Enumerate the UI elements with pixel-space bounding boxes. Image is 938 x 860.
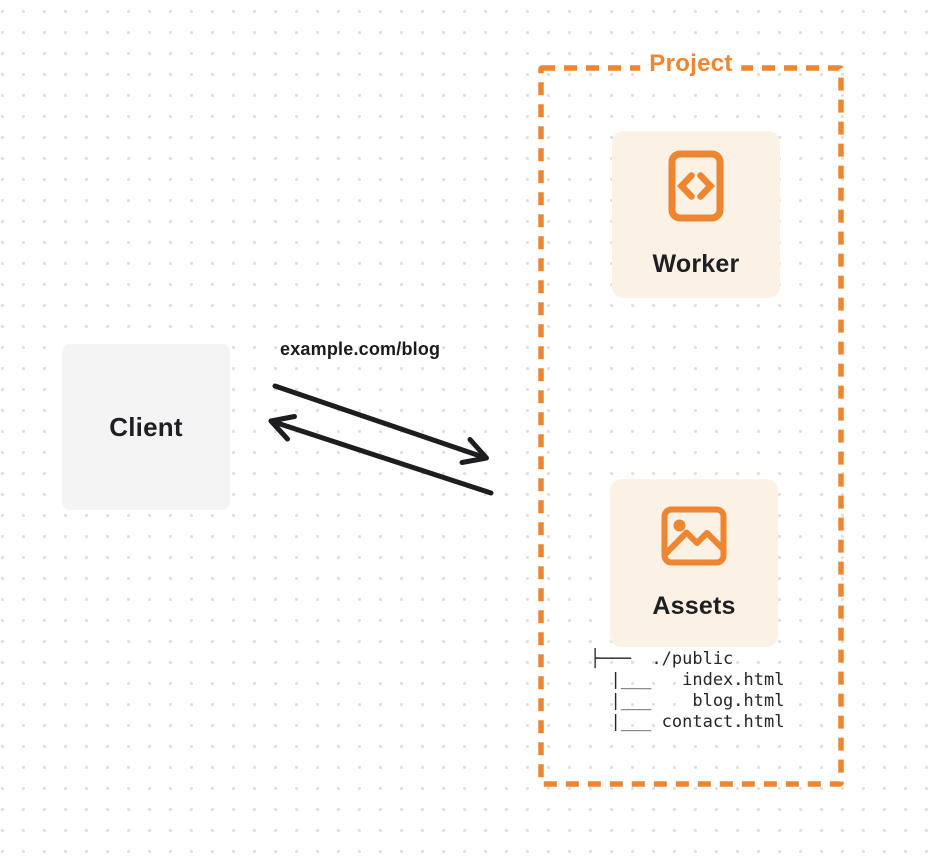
worker-label: Worker xyxy=(652,250,740,278)
tree-line-index: |___ index.html xyxy=(590,670,785,690)
tree-line-contact: |___ contact.html xyxy=(590,712,785,732)
tree-line-public: ├─── ./public xyxy=(590,649,734,669)
assets-file-tree: ├─── ./public |___ index.html |___ blog.… xyxy=(590,649,784,733)
request-arrow xyxy=(272,383,489,465)
project-boundary: Project Worker Assets ├─── ./public |___… xyxy=(538,48,844,787)
image-icon xyxy=(661,506,727,565)
tree-line-blog: |___ blog.html xyxy=(590,691,785,711)
code-file-icon xyxy=(668,150,724,222)
client-node: Client xyxy=(62,344,230,510)
worker-node: Worker xyxy=(612,131,780,298)
project-label: Project xyxy=(640,48,742,80)
response-arrow xyxy=(268,414,494,496)
client-label: Client xyxy=(109,411,183,442)
assets-node: Assets xyxy=(610,479,778,647)
request-url-label: example.com/blog xyxy=(280,339,441,359)
assets-label: Assets xyxy=(652,591,736,620)
